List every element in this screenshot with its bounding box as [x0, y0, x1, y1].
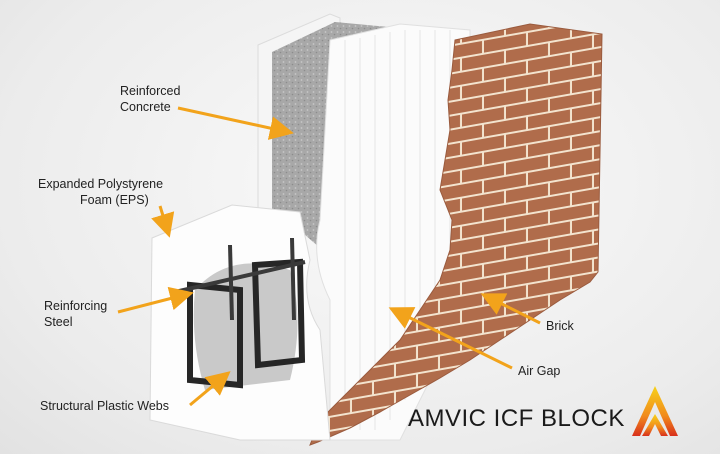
plastic-webs — [187, 258, 306, 389]
label-line: Foam (EPS) — [80, 193, 149, 207]
label-line: Steel — [44, 315, 73, 329]
air-gap-arrow — [388, 307, 513, 370]
logo-text: AMVIC ICF BLOCK — [408, 405, 625, 432]
reinforcing-steel — [174, 237, 306, 321]
amvic-logo-icon — [632, 386, 678, 436]
steel-arrow — [117, 286, 194, 314]
brick-arrow — [480, 293, 541, 325]
label-line: Reinforcing — [44, 299, 108, 313]
label-eps: Expanded Polystyrene Foam (EPS) — [38, 176, 163, 208]
eps-arrow — [151, 205, 175, 238]
label-line: Expanded Polystyrene — [38, 177, 164, 191]
eps-cavity — [193, 263, 298, 390]
label-brick: Brick — [546, 319, 574, 333]
label-line: Reinforced — [120, 84, 181, 98]
webs-arrow — [189, 371, 231, 407]
label-reinforcing-steel: Reinforcing Steel — [44, 298, 107, 330]
label-plastic-webs: Structural Plastic Webs — [40, 399, 169, 413]
label-line: Concrete — [120, 100, 171, 114]
label-reinforced-concrete: Reinforced Concrete — [120, 83, 180, 115]
label-air-gap: Air Gap — [518, 364, 561, 378]
concrete-arrow — [177, 106, 294, 140]
